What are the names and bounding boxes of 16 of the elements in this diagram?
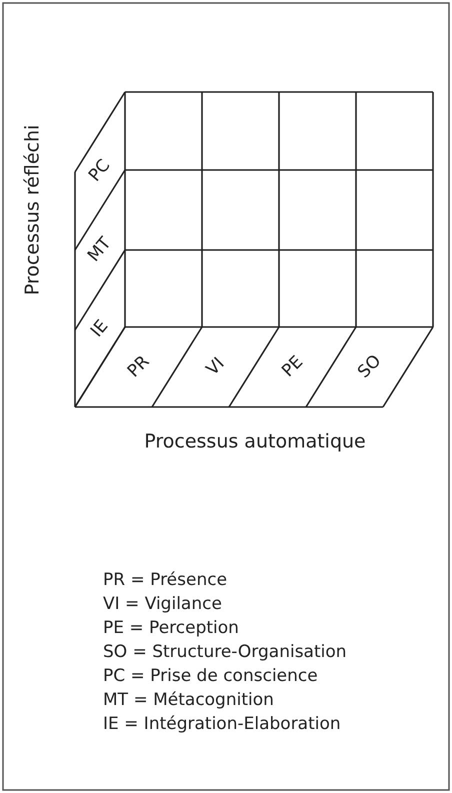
legend-entry: VI = Vigilance xyxy=(103,596,222,613)
axis-code: IE xyxy=(88,317,112,340)
axis-title: Processus réfléchi xyxy=(24,124,42,296)
legend-entry: PR = Présence xyxy=(103,572,228,589)
legend-entry: SO = Structure-Organisation xyxy=(103,644,347,661)
axis-code: VI xyxy=(204,355,228,379)
axis-code: PE xyxy=(279,354,306,380)
legend-entry: IE = Intégration-Elaboration xyxy=(103,716,341,733)
axis-title: Processus automatique xyxy=(144,432,366,452)
axis-code: MT xyxy=(85,234,115,266)
legend-entry: PE = Perception xyxy=(103,620,239,637)
axis-code: PR xyxy=(124,353,152,381)
axis-code: SO xyxy=(354,352,384,382)
legend-entry: PC = Prise de conscience xyxy=(103,668,318,685)
legend-entry: MT = Métacognition xyxy=(103,692,274,709)
axis-code: PC xyxy=(86,157,114,185)
